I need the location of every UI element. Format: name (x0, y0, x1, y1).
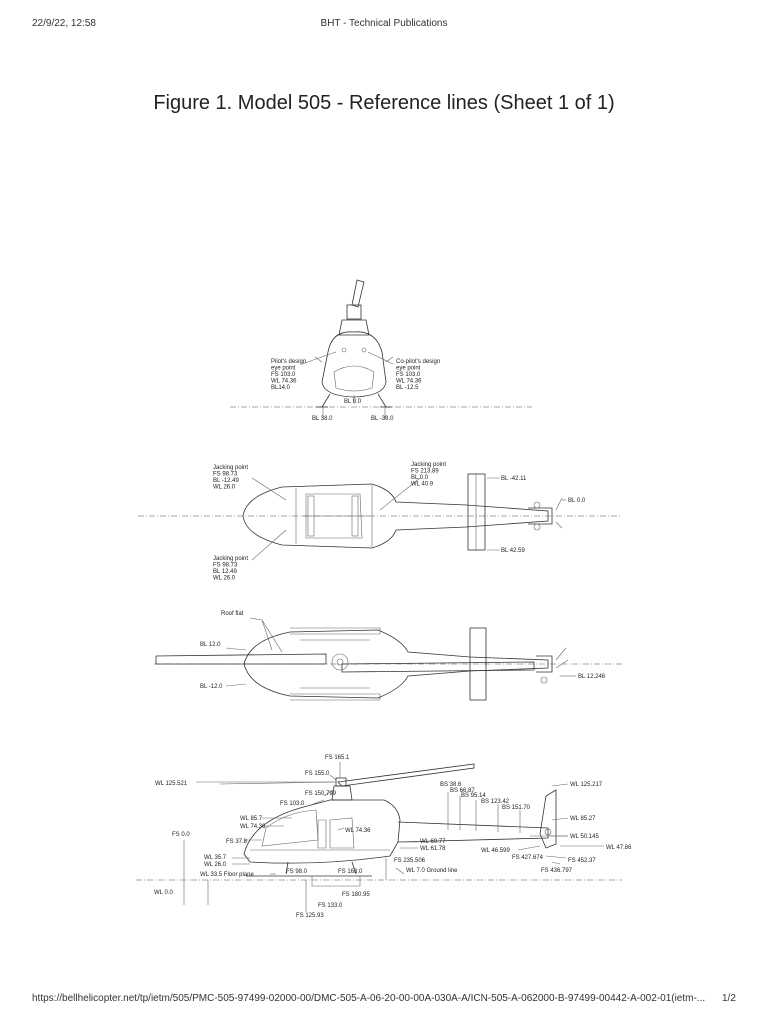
bottom-bl-m12: BL -12.0 (200, 684, 223, 690)
side-fs-436: FS 436.797 (541, 868, 573, 874)
figure-title: Figure 1. Model 505 - Reference lines (S… (153, 92, 615, 114)
copilot-eye-line-2: eye point (396, 366, 421, 372)
bottom-bl-tail: BL 12.246 (578, 674, 606, 680)
side-wl-125-right: WL 125.217 (570, 782, 603, 788)
header-date: 22/9/22, 12:58 (32, 18, 96, 29)
side-fs-155: FS 155.0 (305, 771, 330, 777)
side-wl-33-5-floor: WL 33.5 Floor plane (200, 872, 254, 878)
top-bl-tail-bottom: BL 42.59 (501, 548, 525, 554)
copilot-eye-line-4: WL 74.36 (396, 379, 422, 385)
side-fs-165: FS 165.1 (325, 755, 350, 761)
bottom-view: Roof flat BL 12.0 BL -12.0 BL 12.246 (154, 611, 622, 701)
side-wl-50-145: WL 50.145 (570, 834, 599, 840)
jack-lower-1: Jacking point (213, 556, 248, 562)
copilot-eye-line-5: BL -12.5 (396, 385, 419, 391)
side-fs-235: FS 235.506 (394, 858, 426, 864)
pilot-eye-line-5: BL14.0 (271, 385, 291, 391)
footer-page-number: 1/2 (722, 993, 736, 1004)
side-fs-98: FS 98.0 (286, 869, 308, 875)
side-view: FS 165.1 FS 155.0 FS 150.799 FS 103.0 WL… (136, 755, 632, 919)
side-wl-61-78: WL 61.78 (420, 846, 446, 852)
jack-lower-2: FS 98.73 (213, 563, 238, 569)
jack-lower-3: BL 12.49 (213, 569, 237, 575)
jack-upper-4: WL 26.0 (213, 485, 236, 491)
side-fs-180-95: FS 180.95 (342, 892, 370, 898)
side-bs-151-70: BS 151.70 (502, 805, 531, 811)
side-bs-95-14: BS 95.14 (461, 793, 486, 799)
pilot-eye-line-4: WL 74.36 (271, 379, 297, 385)
roof-flat-label: Roof flat (221, 611, 244, 617)
top-view: Jacking point FS 98.73 BL -12.49 WL 26.0… (138, 462, 622, 582)
jack-upper-3: BL -12.49 (213, 478, 239, 484)
header-title: BHT - Technical Publications (320, 18, 448, 29)
side-bs-38-6: BS 38.6 (440, 782, 462, 788)
bottom-bl-12: BL 12.0 (200, 642, 221, 648)
side-fs-427: FS 427.674 (512, 855, 544, 861)
pilot-eye-line-1: Pilot's design (271, 359, 306, 365)
jack-aft-2: FS 213.89 (411, 469, 439, 475)
footer-url: https://bellhelicopter.net/tp/ietm/505/P… (32, 993, 706, 1004)
side-fs-150: FS 150.799 (305, 791, 337, 797)
side-bs-123-42: BS 123.42 (481, 799, 510, 805)
side-wl-74-36-center: WL 74.36 (345, 828, 371, 834)
side-fs-125-93: FS 125.93 (296, 913, 324, 919)
front-view: Pilot's design eye point FS 103.0 WL 74.… (230, 279, 532, 422)
jack-upper-1: Jacking point (213, 465, 248, 471)
side-fs-103: FS 103.0 (280, 801, 305, 807)
side-wl-125-left: WL 125.521 (155, 781, 188, 787)
side-fs-0: FS 0.0 (172, 832, 190, 838)
side-wl-74-36-left: WL 74.36 (240, 824, 266, 830)
side-fs-133: FS 133.0 (318, 903, 343, 909)
side-fs-452: FS 452.37 (568, 858, 596, 864)
top-bl-tail-top: BL -42.11 (501, 476, 527, 482)
side-wl-47-86: WL 47.86 (606, 845, 632, 851)
side-bs-66-87: BS 66.87 (450, 788, 475, 794)
front-bl-right: BL -38.0 (371, 416, 394, 422)
front-bl-center: BL 0.0 (344, 399, 362, 405)
side-wl-46-599: WL 46.599 (481, 848, 510, 854)
front-bl-left: BL 38.0 (312, 416, 333, 422)
side-wl-69-77: WL 69.77 (420, 839, 446, 845)
copilot-eye-line-3: FS 103.0 (396, 372, 421, 378)
side-wl-7-ground: WL 7.0 Ground line (406, 868, 458, 874)
jack-lower-4: WL 26.0 (213, 576, 236, 582)
jack-upper-2: FS 98.73 (213, 472, 238, 478)
side-fs-168: FS 168.0 (338, 869, 363, 875)
jack-aft-1: Jacking point (411, 462, 446, 468)
pilot-eye-line-2: eye point (271, 366, 296, 372)
jack-aft-3: BL 0.0 (411, 475, 429, 481)
jack-aft-4: WL 40.9 (411, 482, 434, 488)
side-wl-85-7: WL 85.7 (240, 816, 263, 822)
side-wl-35-7: WL 35.7 (204, 855, 227, 861)
top-bl-tail-center: BL 0.0 (568, 498, 586, 504)
side-wl-0: WL 0.0 (154, 890, 173, 896)
side-fs-37-8: FS 37.8 (226, 839, 248, 845)
copilot-eye-line-1: Co-pilot's design (396, 359, 440, 365)
pilot-eye-line-3: FS 103.0 (271, 372, 296, 378)
side-wl-85-27: WL 85.27 (570, 816, 596, 822)
side-wl-26: WL 26.0 (204, 862, 227, 868)
